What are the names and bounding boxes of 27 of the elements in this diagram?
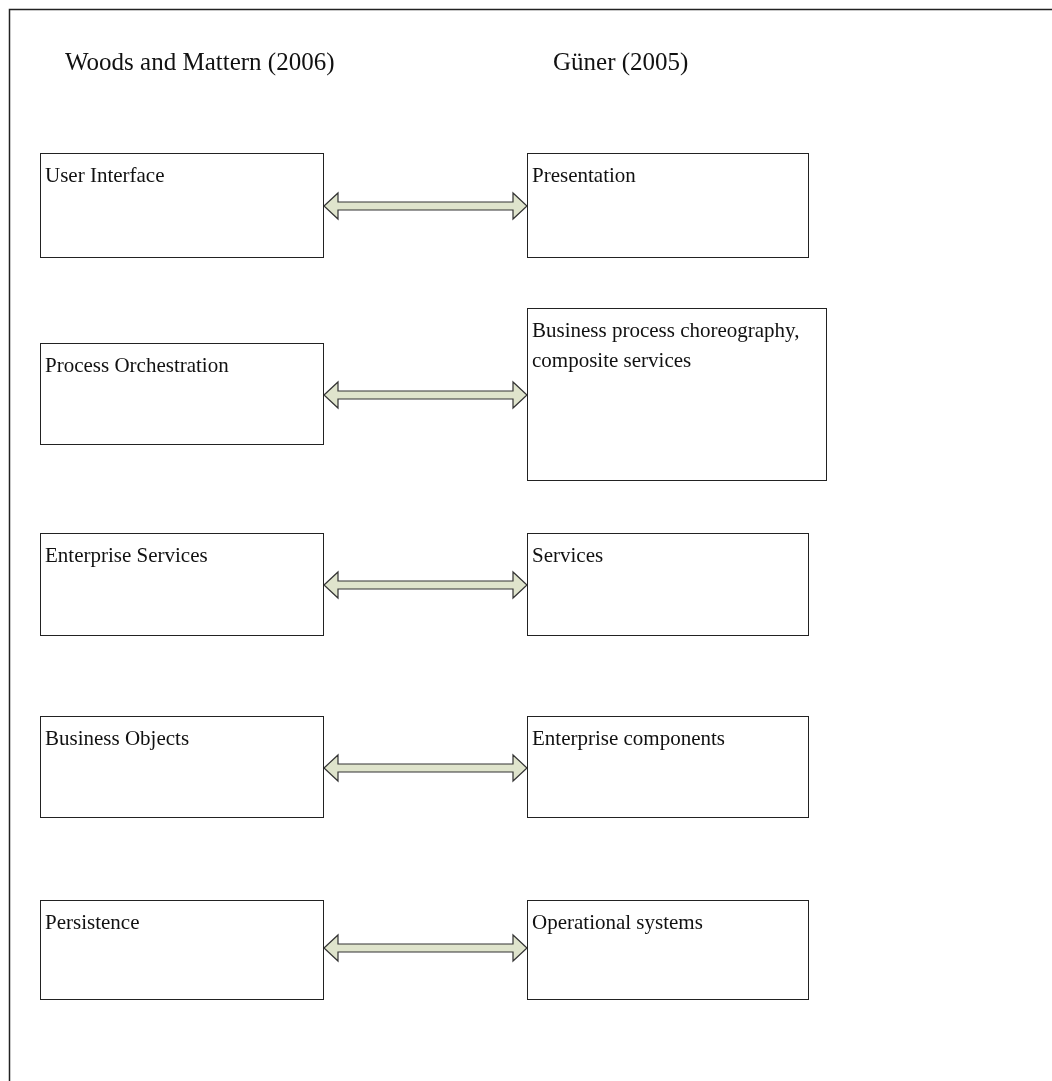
layer-box (40, 900, 324, 1000)
layer-label: Process Orchestration (45, 352, 230, 379)
layer-box (40, 153, 324, 258)
layer-box (527, 900, 809, 1000)
double-arrow (323, 380, 528, 410)
layer-label: Business Objects (45, 725, 191, 752)
layer-box (527, 716, 809, 818)
layer-box (40, 716, 324, 818)
layer-box (527, 533, 809, 636)
layer-label: Enterprise components (532, 725, 727, 752)
column-heading: Güner (2005) (553, 48, 689, 76)
layer-box (527, 153, 809, 258)
layer-box (40, 533, 324, 636)
layer-label: Business process choreography, composite services (532, 317, 801, 375)
double-arrow (323, 191, 528, 221)
layer-label: User Interface (45, 162, 166, 189)
double-arrow (323, 933, 528, 963)
double-arrow (323, 570, 528, 600)
layer-box (527, 308, 827, 481)
layer-label: Presentation (532, 162, 637, 189)
double-arrow (323, 753, 528, 783)
column-heading: Woods and Mattern (2006) (65, 48, 335, 76)
layer-label: Services (532, 542, 605, 569)
layer-label: Enterprise Services (45, 542, 209, 569)
layer-label: Persistence (45, 909, 141, 936)
layer-label: Operational systems (532, 909, 704, 936)
layer-box (40, 343, 324, 445)
